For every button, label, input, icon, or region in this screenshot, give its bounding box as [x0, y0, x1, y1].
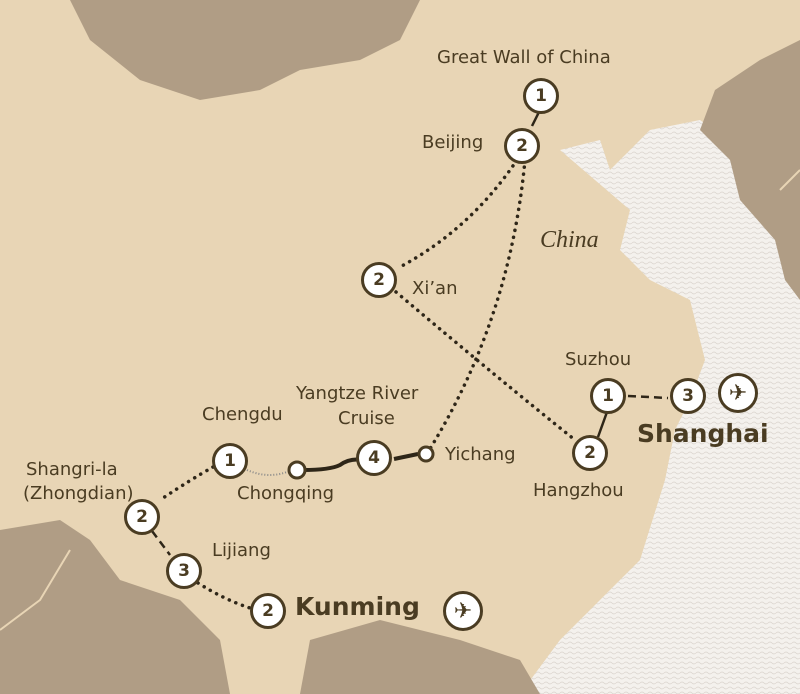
label-yichang: Yichang: [445, 444, 516, 465]
label-yangtze-line2: Cruise: [338, 408, 395, 429]
stop-lijiang[interactable]: 3: [166, 553, 202, 589]
yichang-marker: [417, 445, 435, 463]
route-lines: [151, 109, 669, 610]
label-hangzhou: Hangzhou: [533, 480, 624, 501]
kunming-airport-icon: ✈: [443, 591, 483, 631]
south-region: [300, 620, 540, 694]
stop-beijing[interactable]: 2: [504, 128, 540, 164]
stop-hangzhou[interactable]: 2: [572, 435, 608, 471]
label-beijing: Beijing: [422, 132, 484, 153]
mongolia-region: [70, 0, 420, 100]
label-shangrila-line1: Shangri-la: [26, 459, 118, 480]
label-shanghai: Shanghai: [637, 419, 769, 448]
label-lijiang: Lijiang: [212, 540, 271, 561]
label-great-wall: Great Wall of China: [437, 47, 611, 68]
korea-region: [700, 40, 800, 300]
stop-xian[interactable]: 2: [361, 262, 397, 298]
chongqing-marker: [287, 460, 307, 480]
stop-shangrila[interactable]: 2: [124, 499, 160, 535]
southwest-region: [0, 520, 230, 694]
stop-great-wall[interactable]: 1: [523, 78, 559, 114]
label-yangtze-line1: Yangtze River: [296, 383, 419, 404]
stop-chengdu[interactable]: 1: [212, 443, 248, 479]
label-kunming: Kunming: [295, 592, 420, 621]
stop-yangtze-cruise[interactable]: 4: [356, 440, 392, 476]
label-suzhou: Suzhou: [565, 349, 632, 370]
label-chengdu: Chengdu: [202, 404, 283, 425]
country-label: China: [540, 227, 599, 253]
label-chongqing: Chongqing: [237, 483, 335, 504]
shanghai-airport-icon: ✈: [718, 373, 758, 413]
stop-suzhou[interactable]: 1: [590, 378, 626, 414]
label-xian: Xi’an: [412, 278, 458, 299]
label-shangrila-line2: (Zhongdian): [23, 483, 134, 504]
sea-area: [520, 120, 800, 694]
stop-kunming[interactable]: 2: [250, 593, 286, 629]
stop-shanghai[interactable]: 3: [670, 378, 706, 414]
